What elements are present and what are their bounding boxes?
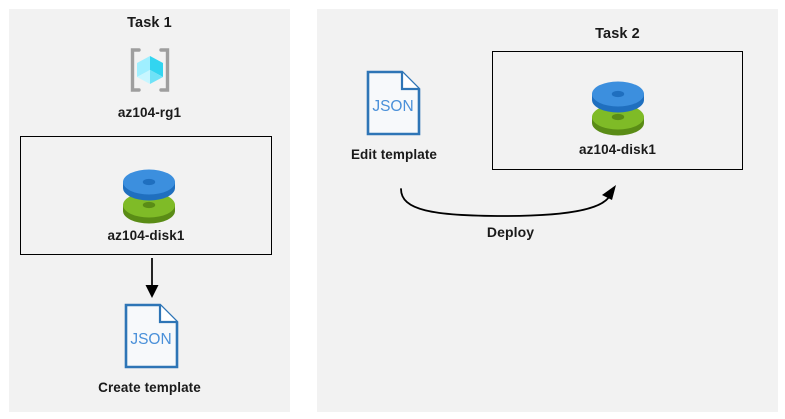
task1-disk-label: az104-disk1: [107, 228, 185, 243]
managed-disk-icon: [121, 166, 177, 228]
create-template-label: Create template: [98, 380, 201, 395]
task2-title: Task 2: [595, 26, 640, 42]
json-file-icon: JSON: [366, 70, 421, 136]
json-file-icon: JSON: [124, 303, 179, 369]
resource-group-label: az104-rg1: [117, 105, 182, 120]
create-template-arrow: [145, 258, 159, 298]
task2-disk-label: az104-disk1: [579, 142, 656, 157]
json-icon-text: JSON: [372, 98, 413, 115]
deploy-arrow: [400, 185, 616, 217]
managed-disk-icon: [590, 78, 646, 140]
edit-template-label: Edit template: [350, 147, 438, 162]
resource-group-icon: [126, 46, 174, 94]
deploy-label: Deploy: [486, 224, 535, 240]
task1-title: Task 1: [127, 15, 172, 31]
json-icon-text: JSON: [130, 331, 171, 348]
